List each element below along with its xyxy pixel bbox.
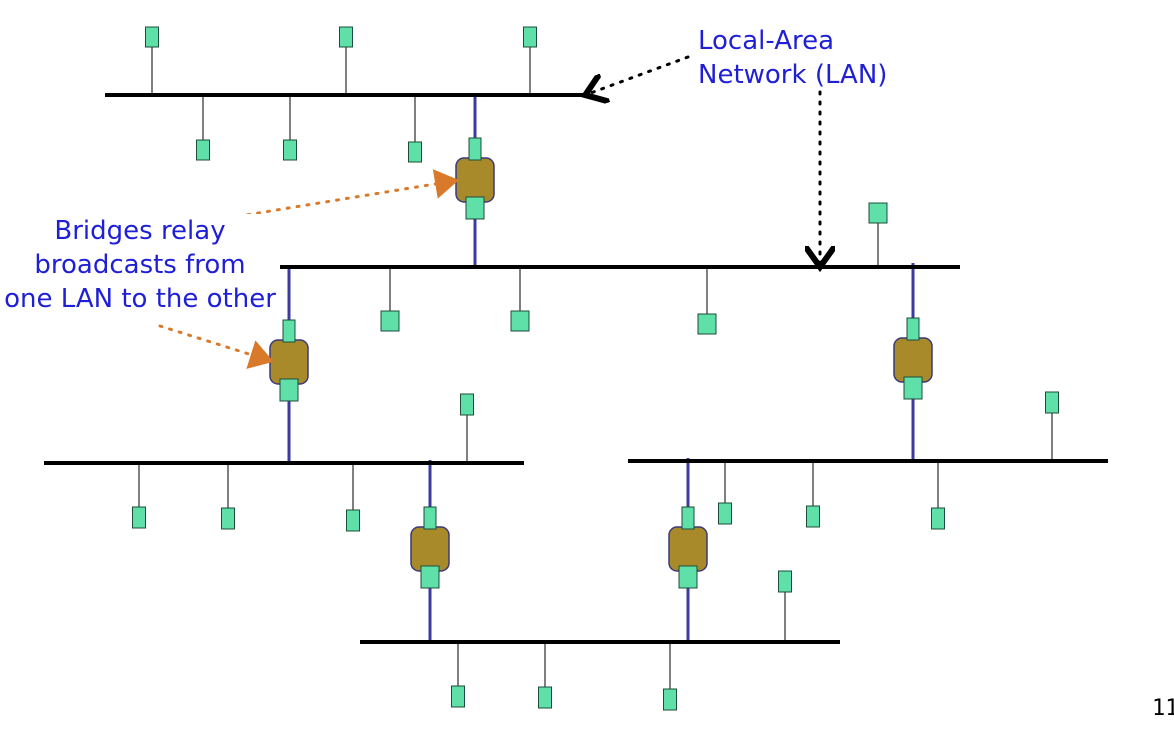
host-icon-15 bbox=[1045, 391, 1059, 414]
bridge-port-bottom-1 bbox=[465, 196, 485, 220]
host-icon-12 bbox=[132, 506, 146, 529]
bridge-callout-arrow-2 bbox=[158, 324, 274, 369]
host-icon-11 bbox=[460, 393, 474, 416]
host-icon-1 bbox=[145, 26, 159, 48]
host-icon-9 bbox=[510, 310, 530, 332]
host-icon-8 bbox=[380, 310, 400, 332]
page-number: 11 bbox=[1152, 696, 1174, 721]
host-icon-5 bbox=[283, 139, 297, 161]
host-icon-6 bbox=[408, 141, 422, 163]
host-icon-3 bbox=[523, 26, 537, 48]
host-icon-22 bbox=[663, 688, 677, 711]
bridge-icon-1 bbox=[455, 157, 495, 203]
bridge-port-top-1 bbox=[468, 137, 482, 161]
bridge-port-bottom-2 bbox=[279, 378, 299, 402]
host-icon-21 bbox=[538, 686, 552, 709]
host-icon-4 bbox=[196, 139, 210, 161]
host-icon-14 bbox=[346, 509, 360, 532]
host-icon-13 bbox=[221, 507, 235, 530]
host-icon-19 bbox=[778, 570, 792, 593]
bridge-icon-3 bbox=[893, 337, 933, 383]
lan-label-line-1: Local-Area bbox=[698, 26, 835, 56]
bridge-icon-4 bbox=[410, 526, 450, 572]
bridge-port-bottom-4 bbox=[420, 565, 440, 589]
bridge-port-top-2 bbox=[282, 319, 296, 343]
bridge-label-line-2: broadcasts from bbox=[0, 248, 280, 282]
host-icon-20 bbox=[451, 685, 465, 708]
bridge-port-top-5 bbox=[681, 506, 695, 530]
bridge-port-bottom-3 bbox=[903, 376, 923, 400]
host-icon-7 bbox=[868, 202, 888, 224]
bridge-icon-2 bbox=[269, 339, 309, 385]
bridge-icon-5 bbox=[668, 526, 708, 572]
host-icon-17 bbox=[806, 505, 820, 528]
host-icon-2 bbox=[339, 26, 353, 48]
host-icon-16 bbox=[718, 502, 732, 525]
host-icon-10 bbox=[697, 313, 717, 335]
bridge-label: Bridges relay broadcasts from one LAN to… bbox=[0, 214, 280, 316]
bridge-label-line-1: Bridges relay bbox=[0, 214, 280, 248]
bridge-port-top-4 bbox=[423, 506, 437, 530]
bridge-port-bottom-5 bbox=[678, 565, 698, 589]
lan-label-line-2: Network (LAN) bbox=[698, 60, 888, 90]
host-icon-18 bbox=[931, 507, 945, 530]
bridge-port-top-3 bbox=[906, 317, 920, 341]
lan-callout-arrow-1 bbox=[588, 55, 690, 94]
bridge-callout-arrow-1 bbox=[226, 169, 459, 220]
lan-label: Local-Area Network (LAN) bbox=[698, 24, 887, 92]
bridge-label-line-3: one LAN to the other bbox=[0, 282, 280, 316]
